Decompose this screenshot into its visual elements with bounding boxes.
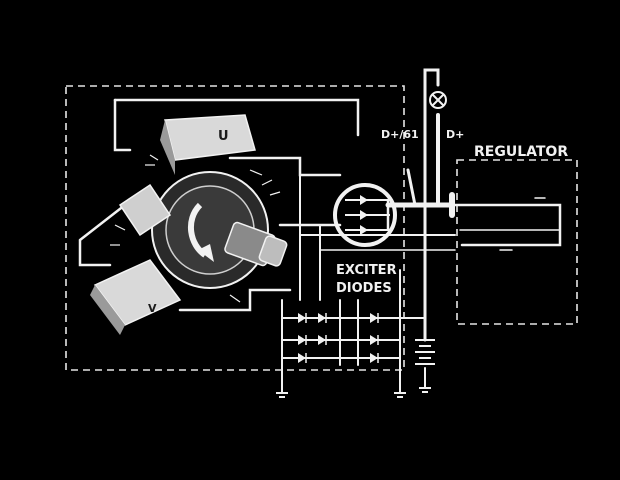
alternator-rotor	[151, 171, 288, 289]
coil-v-label: V	[148, 302, 157, 315]
terminal-d-plus-label: D+	[446, 128, 464, 141]
stator-coil-w	[118, 183, 172, 237]
exciter-label-line1: EXCITER	[336, 263, 397, 278]
coil-u-wire	[228, 156, 342, 177]
alternator-housing-boundary	[65, 85, 405, 371]
bridge-diodes	[298, 313, 379, 363]
regulator-label: REGULATOR	[474, 144, 568, 160]
stator-coil-v: V	[90, 259, 182, 335]
exciter-label-line2: DIODES	[336, 281, 392, 296]
terminal-d-plus-61-label: D+/61	[381, 128, 419, 141]
connection-marks	[110, 154, 281, 303]
stator-wire-left	[113, 98, 132, 152]
d61-riser	[423, 68, 440, 207]
stator-wire-lower	[78, 203, 127, 267]
regulator-boundary	[456, 159, 578, 325]
coil-v-wire	[178, 288, 292, 312]
exciter-output-line-2	[406, 168, 417, 207]
stator-wire-top	[113, 98, 360, 137]
lamp-icon	[429, 91, 447, 109]
coil-u-label: U	[218, 129, 229, 144]
battery-icon	[415, 339, 435, 365]
stator-coil-u: U	[160, 114, 256, 175]
regulator-line-top	[450, 203, 562, 247]
ground-icon	[276, 387, 431, 398]
exciter-diodes	[333, 183, 397, 247]
